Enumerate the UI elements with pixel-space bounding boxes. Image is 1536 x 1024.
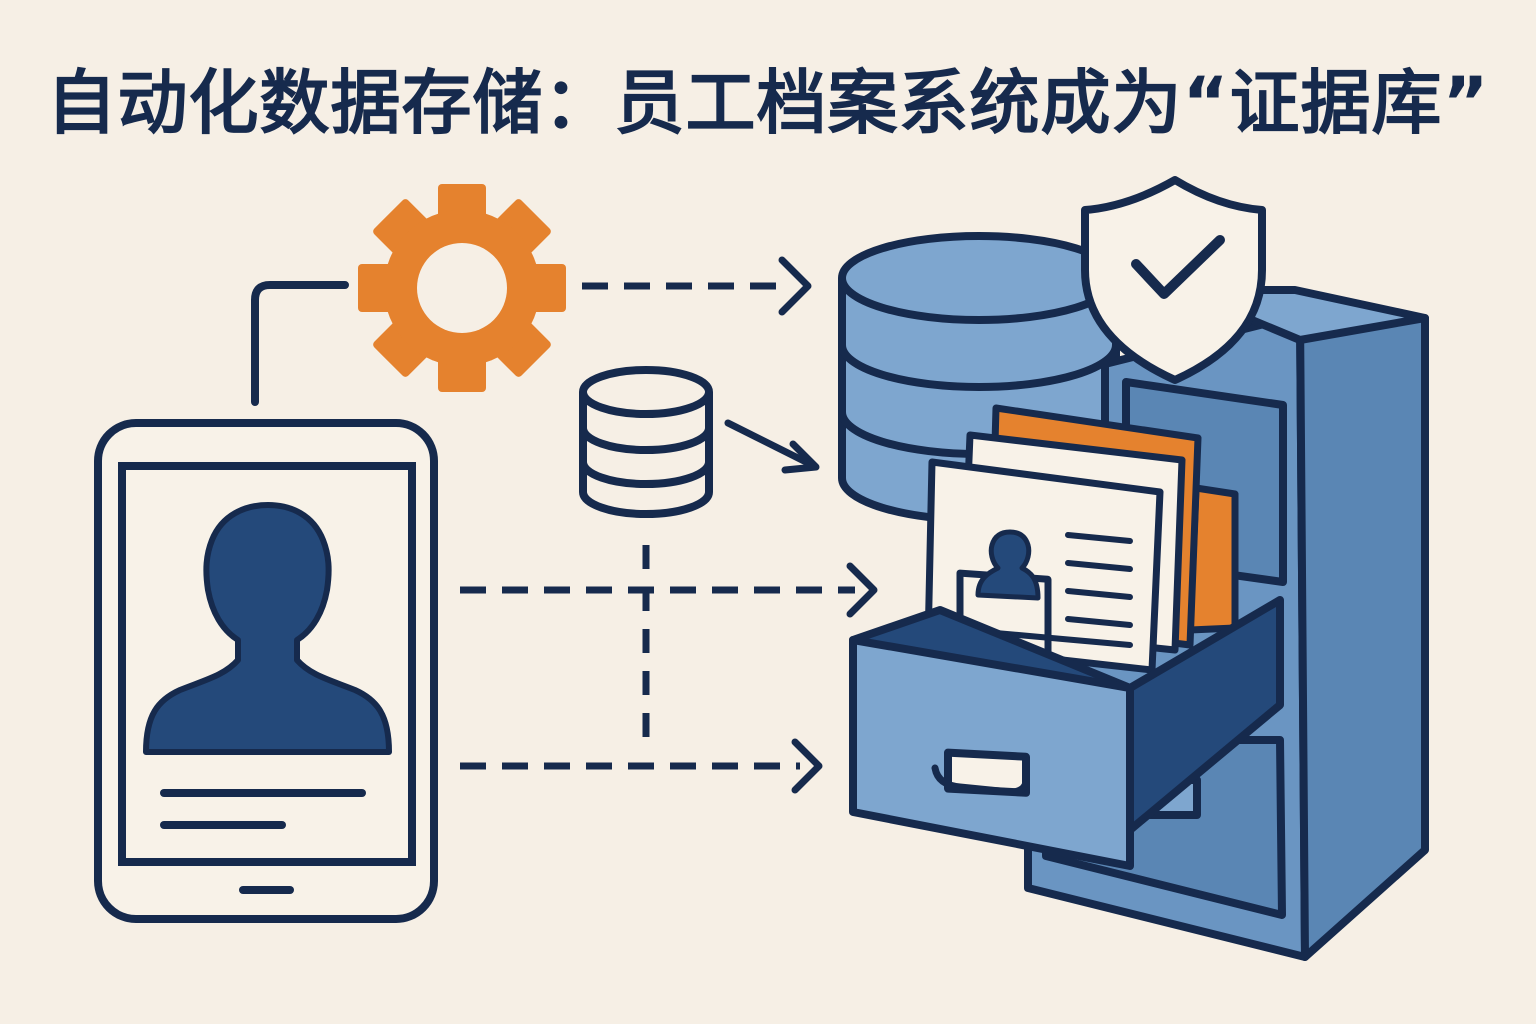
tablet-to-gear-connector bbox=[251, 281, 349, 406]
employee-profile-icon bbox=[143, 502, 392, 755]
tablet-to-cabinet-arrow-lower bbox=[460, 738, 823, 794]
gear-icon bbox=[358, 184, 566, 392]
shield-check-icon bbox=[1081, 176, 1266, 384]
drawer-handle bbox=[931, 764, 1029, 796]
tablet-to-cabinet-arrow-upper bbox=[460, 562, 878, 618]
database-to-server-arrow bbox=[724, 419, 820, 474]
employee-documents bbox=[924, 404, 1239, 693]
page-title: 自动化数据存储：员工档案系统成为“证据库” bbox=[46, 62, 1490, 144]
employee-document-icon bbox=[924, 458, 1164, 693]
database-icon bbox=[579, 366, 713, 518]
tablet-icon bbox=[94, 419, 438, 923]
open-drawer bbox=[849, 596, 1284, 870]
gear-to-server-arrow bbox=[582, 256, 812, 316]
